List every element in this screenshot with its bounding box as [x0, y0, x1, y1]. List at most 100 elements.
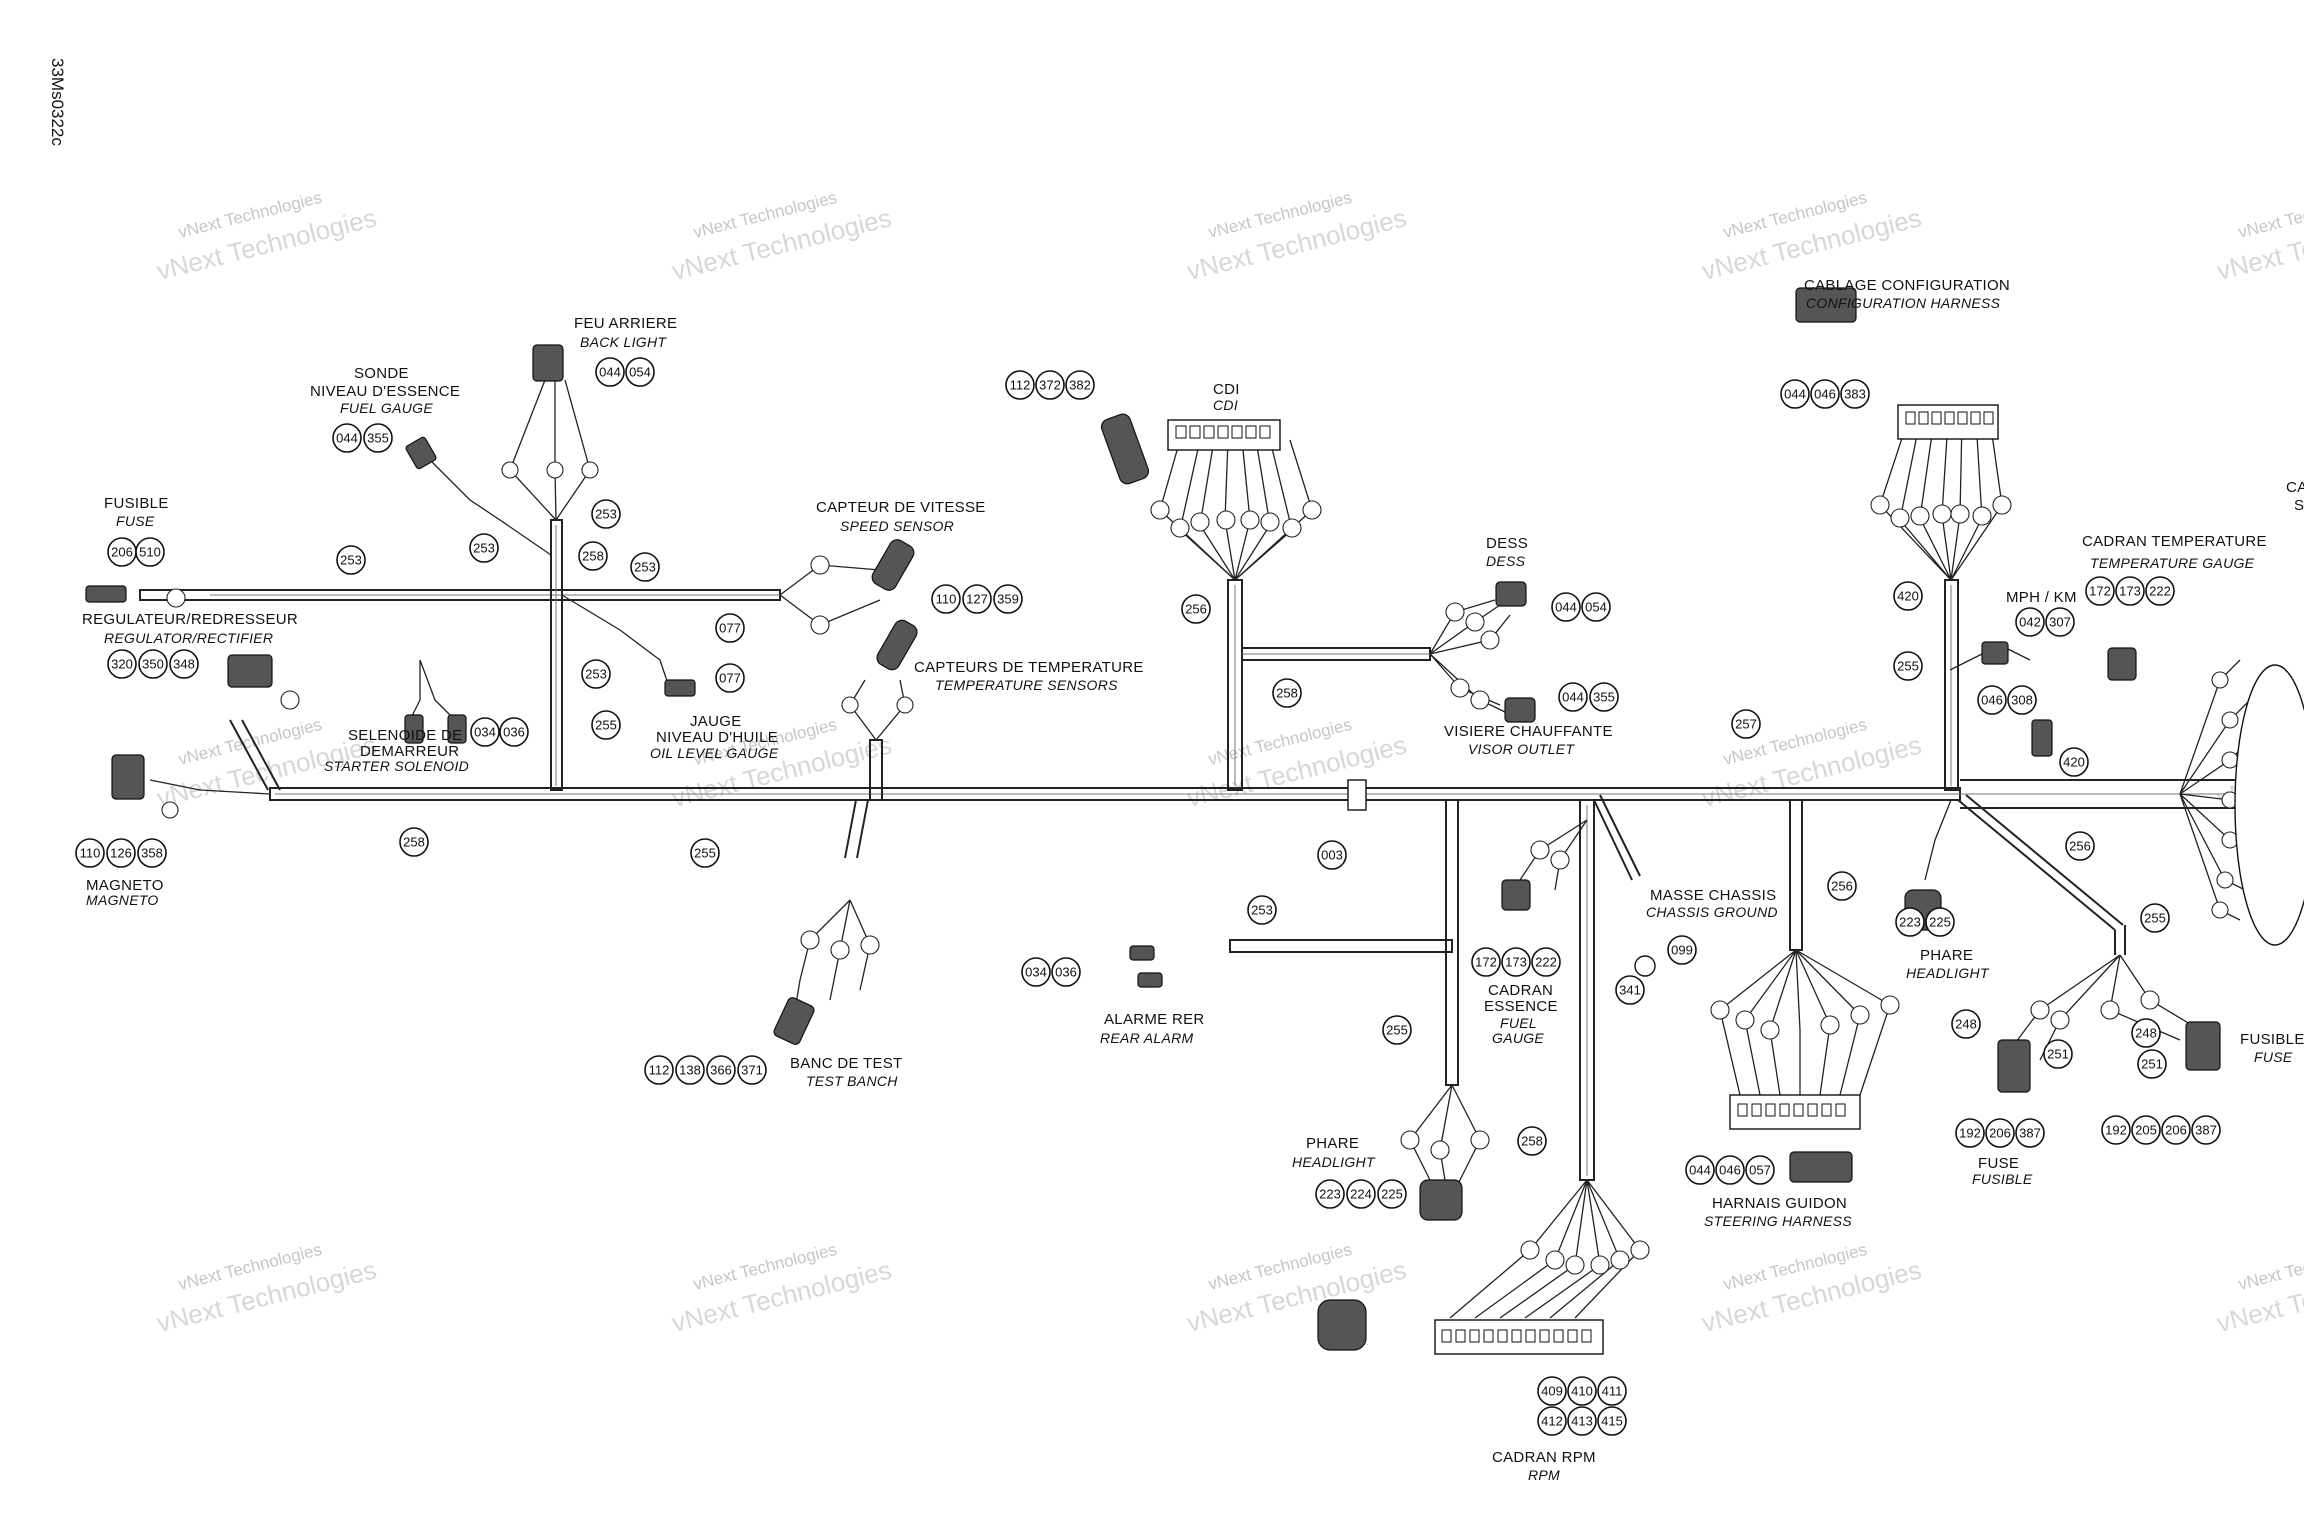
- label-magneto-fr: MAGNETO: [86, 877, 164, 894]
- callout-bubble: 222: [1531, 947, 1561, 977]
- callout-bubble: 253: [1247, 895, 1277, 925]
- label-jauge-fr2: NIVEAU D'HUILE: [656, 729, 778, 746]
- callout-bubble: 355: [363, 423, 393, 453]
- callout-bubble: 223: [1315, 1179, 1345, 1209]
- svg-text:350: 350: [142, 657, 164, 672]
- callout-bubble: 225: [1925, 907, 1955, 937]
- svg-text:077: 077: [719, 621, 741, 636]
- callout-bubble: 420: [2059, 747, 2089, 777]
- callout-bubble: 253: [581, 659, 611, 689]
- label-fusible-fr: FUSIBLE: [104, 495, 169, 512]
- callout-bubble: 225: [1377, 1179, 1407, 1209]
- label-cadran-rpm-en: RPM: [1528, 1467, 1560, 1483]
- callout-bubble: 044: [1551, 592, 1581, 622]
- svg-text:099: 099: [1671, 943, 1693, 958]
- callout-bubble: 257: [1731, 709, 1761, 739]
- label-banc-fr: BANC DE TEST: [790, 1055, 903, 1072]
- fuse-connector: [85, 585, 127, 603]
- label-banc-en: TEST BANCH: [806, 1073, 898, 1089]
- back-light-connector: [532, 344, 564, 382]
- label-cadran-temp-en: TEMPERATURE GAUGE: [2090, 555, 2255, 571]
- callout-bubble: 172: [1471, 947, 1501, 977]
- mph-connector: [1981, 641, 2009, 665]
- headlight-bulb-socket: [1317, 1299, 1367, 1351]
- callout-bubble: 255: [1893, 651, 1923, 681]
- svg-text:112: 112: [649, 1063, 670, 1078]
- svg-text:341: 341: [1619, 983, 1641, 998]
- svg-text:248: 248: [2135, 1026, 2157, 1041]
- label-alarme-fr: ALARME RER: [1104, 1011, 1205, 1028]
- callout-bubble: 255: [591, 710, 621, 740]
- svg-text:044: 044: [1689, 1163, 1711, 1178]
- label-capteur-vitesse-en: SPEED SENSOR: [840, 518, 954, 534]
- label-fuse-bottom-en: FUSIBLE: [1972, 1171, 2033, 1187]
- callout-bubble: 359: [993, 584, 1023, 614]
- svg-text:256: 256: [1831, 879, 1853, 894]
- svg-text:138: 138: [679, 1063, 701, 1078]
- callout-bubble: 409: [1537, 1376, 1567, 1406]
- svg-text:192: 192: [1959, 1126, 1981, 1141]
- svg-text:258: 258: [1521, 1134, 1543, 1149]
- svg-text:044: 044: [1555, 600, 1577, 615]
- svg-text:307: 307: [2049, 615, 2071, 630]
- callout-bubble: 383: [1840, 379, 1870, 409]
- label-feu-en: BACK LIGHT: [580, 334, 667, 350]
- callout-bubble: 411: [1597, 1376, 1627, 1406]
- svg-text:255: 255: [595, 718, 617, 733]
- svg-text:173: 173: [2119, 584, 2141, 599]
- callout-bubble: 248: [1951, 1009, 1981, 1039]
- svg-text:382: 382: [1069, 378, 1091, 393]
- callout-bubble: 003: [1317, 840, 1347, 870]
- callout-bubble: 387: [2191, 1115, 2221, 1145]
- svg-text:042: 042: [2019, 615, 2041, 630]
- callout-bubble: 251: [2043, 1039, 2073, 1069]
- label-phare-bas-en: HEADLIGHT: [1292, 1154, 1376, 1170]
- callout-bubble: 222: [2145, 576, 2175, 606]
- svg-text:054: 054: [1585, 600, 1607, 615]
- svg-text:366: 366: [710, 1063, 732, 1078]
- callout-bubble: 112: [644, 1055, 674, 1085]
- svg-text:415: 415: [1601, 1414, 1623, 1429]
- label-selenoide-fr: SELENOIDE DE: [348, 727, 462, 744]
- svg-text:412: 412: [1541, 1414, 1563, 1429]
- svg-text:077: 077: [719, 671, 741, 686]
- label-cdi-en: CDI: [1213, 397, 1238, 413]
- callout-bubble: 110: [931, 584, 961, 614]
- callout-bubble: 110: [75, 838, 105, 868]
- label-cadran-essence-en2: GAUGE: [1492, 1030, 1544, 1046]
- label-selenoide-fr2: DEMARREUR: [360, 743, 459, 760]
- callout-bubble: 253: [336, 545, 366, 575]
- svg-text:173: 173: [1505, 955, 1527, 970]
- label-cadran-essence-en: FUEL: [1500, 1015, 1537, 1031]
- label-dess-fr: DESS: [1486, 535, 1528, 552]
- test-bench-connector: [773, 997, 815, 1045]
- svg-text:411: 411: [1602, 1384, 1623, 1399]
- svg-text:387: 387: [2195, 1123, 2217, 1138]
- label-jauge-fr: JAUGE: [690, 713, 742, 730]
- svg-text:387: 387: [2019, 1126, 2041, 1141]
- label-cablage-fr: CABLAGE CONFIGURATION: [1804, 277, 2010, 294]
- label-cut-c: CA: [2286, 479, 2304, 496]
- dess-connector: [1495, 581, 1527, 607]
- callout-bubble: 248: [2131, 1018, 2161, 1048]
- label-dess-en: DESS: [1486, 553, 1526, 569]
- connector-046-308: [2031, 719, 2053, 757]
- solenoid-connector-a: [404, 714, 424, 744]
- svg-text:355: 355: [1593, 690, 1615, 705]
- label-jauge-en: OIL LEVEL GAUGE: [650, 745, 779, 761]
- svg-text:172: 172: [2089, 584, 2111, 599]
- svg-text:420: 420: [1897, 589, 1919, 604]
- callout-bubble: 253: [630, 552, 660, 582]
- svg-text:046: 046: [1719, 1163, 1741, 1178]
- svg-text:371: 371: [741, 1063, 763, 1078]
- callout-bubble: 387: [2015, 1118, 2045, 1148]
- callout-bubble: 046: [1810, 379, 1840, 409]
- svg-text:044: 044: [1562, 690, 1584, 705]
- label-fusible-droite-en: FUSE: [2254, 1049, 2293, 1065]
- svg-text:258: 258: [582, 549, 604, 564]
- svg-text:253: 253: [473, 541, 495, 556]
- svg-text:253: 253: [595, 507, 617, 522]
- svg-text:256: 256: [2069, 839, 2091, 854]
- svg-text:206: 206: [2165, 1123, 2187, 1138]
- watermark: vNext Technologies: [2236, 1240, 2304, 1294]
